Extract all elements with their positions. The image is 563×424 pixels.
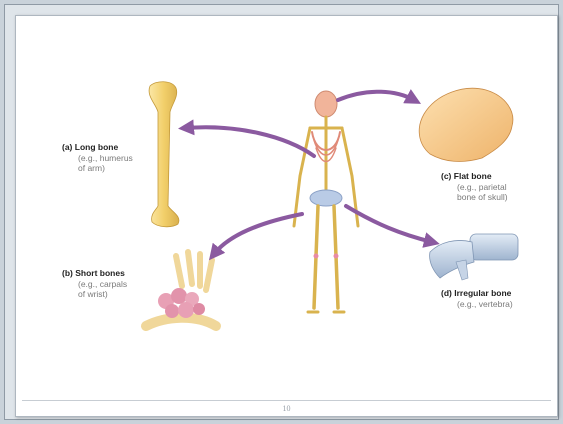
skeleton-illustration xyxy=(294,91,358,312)
arrow-to-long-bone xyxy=(186,127,314,156)
label-letter: (b) xyxy=(62,268,73,278)
label-irregular-bone: (d) Irregular bone (e.g., vertebra) xyxy=(441,288,513,309)
label-letter: (d) xyxy=(441,288,452,298)
label-letter: (c) xyxy=(441,171,451,181)
label-title: Irregular bone xyxy=(454,288,511,298)
label-example: (e.g., parietal xyxy=(441,182,508,193)
long-bone-illustration xyxy=(149,82,179,227)
bone-types-diagram xyxy=(16,16,557,396)
vertebra-illustration xyxy=(430,234,518,280)
arrows xyxy=(186,92,432,254)
label-example-cont: bone of skull) xyxy=(441,192,508,203)
footer-divider xyxy=(22,400,551,401)
label-short-bones: (b) Short bones (e.g., carpals of wrist) xyxy=(62,268,127,300)
flat-bone-illustration xyxy=(419,88,513,161)
arrow-to-short-bones xyxy=(214,214,302,254)
slide: (a) Long bone (e.g., humerus of arm) (b)… xyxy=(15,15,558,417)
slide-frame: (a) Long bone (e.g., humerus of arm) (b)… xyxy=(4,4,559,420)
label-example: (e.g., carpals xyxy=(62,279,127,290)
label-long-bone: (a) Long bone (e.g., humerus of arm) xyxy=(62,142,133,174)
arrow-to-flat-bone xyxy=(338,92,414,100)
label-flat-bone: (c) Flat bone (e.g., parietal bone of sk… xyxy=(441,171,508,203)
page-number: 10 xyxy=(16,404,557,413)
label-title: Long bone xyxy=(75,142,118,152)
label-title: Flat bone xyxy=(454,171,492,181)
label-example: (e.g., humerus xyxy=(62,153,133,164)
label-letter: (a) xyxy=(62,142,72,152)
carpal-bones-illustration xyxy=(146,252,216,326)
label-title: Short bones xyxy=(75,268,125,278)
label-example-cont: of wrist) xyxy=(62,289,127,300)
label-example: (e.g., vertebra) xyxy=(441,299,513,310)
label-example-cont: of arm) xyxy=(62,163,133,174)
